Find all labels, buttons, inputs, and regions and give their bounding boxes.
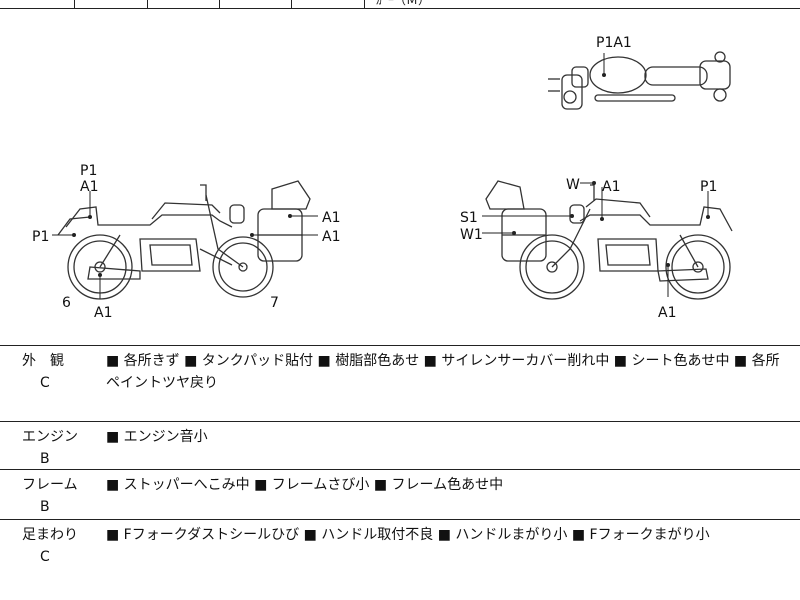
left-label: P1 (80, 163, 97, 179)
damage-diagram: P1A1 P1 A1 P1 A1 A1 6 A1 7 W A1 P1 S1 W1… (0, 9, 800, 346)
section-grade: B (40, 499, 50, 515)
section-suspension: 足まわり C ■ Fフォークダストシールひび ■ ハンドル取付不良 ■ ハンドル… (0, 520, 800, 600)
table-cell (148, 0, 220, 9)
right-label: S1 (460, 210, 478, 226)
left-label: 7 (270, 295, 279, 311)
section-category: フレーム (22, 477, 78, 493)
right-label: W1 (460, 227, 483, 243)
section-exterior: 外 観 C ■ 各所きず ■ タンクパッド貼付 ■ 樹脂部色あせ ■ サイレンサ… (0, 346, 800, 422)
right-label: P1 (700, 179, 717, 195)
section-category: エンジン (22, 429, 78, 445)
section-grade: B (40, 451, 50, 467)
top-table-strip: ｶﾞｰ（Ｍ） (0, 0, 800, 9)
section-items: ■ Fフォークダストシールひび ■ ハンドル取付不良 ■ ハンドルまがり小 ■ … (106, 527, 710, 543)
section-category: 足まわり (22, 527, 78, 543)
left-label: P1 (32, 229, 49, 245)
section-items: ■ エンジン音小 (106, 429, 208, 445)
motorcycle-diagram-svg: P1A1 P1 A1 P1 A1 A1 6 A1 7 W A1 P1 S1 W1… (32, 35, 733, 321)
right-label: A1 (602, 179, 620, 195)
left-label: 6 (62, 295, 71, 311)
right-label: A1 (658, 305, 676, 321)
header-partial-text: ｶﾞｰ（Ｍ） (376, 0, 431, 7)
section-items: ■ ストッパーへこみ中 ■ フレームさび小 ■ フレーム色あせ中 (106, 477, 504, 493)
top-view-motorcycle (548, 51, 731, 110)
left-label: A1 (322, 229, 340, 245)
left-label: A1 (80, 179, 98, 195)
table-cell (220, 0, 292, 9)
section-frame: フレーム B ■ ストッパーへこみ中 ■ フレームさび小 ■ フレーム色あせ中 (0, 470, 800, 520)
table-cell (292, 0, 365, 9)
right-side-motorcycle (485, 180, 733, 300)
section-engine: エンジン B ■ エンジン音小 (0, 422, 800, 470)
table-cell (75, 0, 148, 9)
right-label: W (566, 177, 580, 193)
section-items: ■ 各所きず ■ タンクパッド貼付 ■ 樹脂部色あせ ■ サイレンサーカバー削れ… (106, 353, 780, 391)
top-view-label: P1A1 (596, 35, 632, 51)
section-grade: C (40, 375, 50, 391)
left-label: A1 (94, 305, 112, 321)
left-label: A1 (322, 210, 340, 226)
table-cell (0, 0, 75, 9)
section-grade: C (40, 549, 50, 565)
left-side-motorcycle (57, 180, 311, 300)
section-category: 外 観 (22, 353, 64, 369)
